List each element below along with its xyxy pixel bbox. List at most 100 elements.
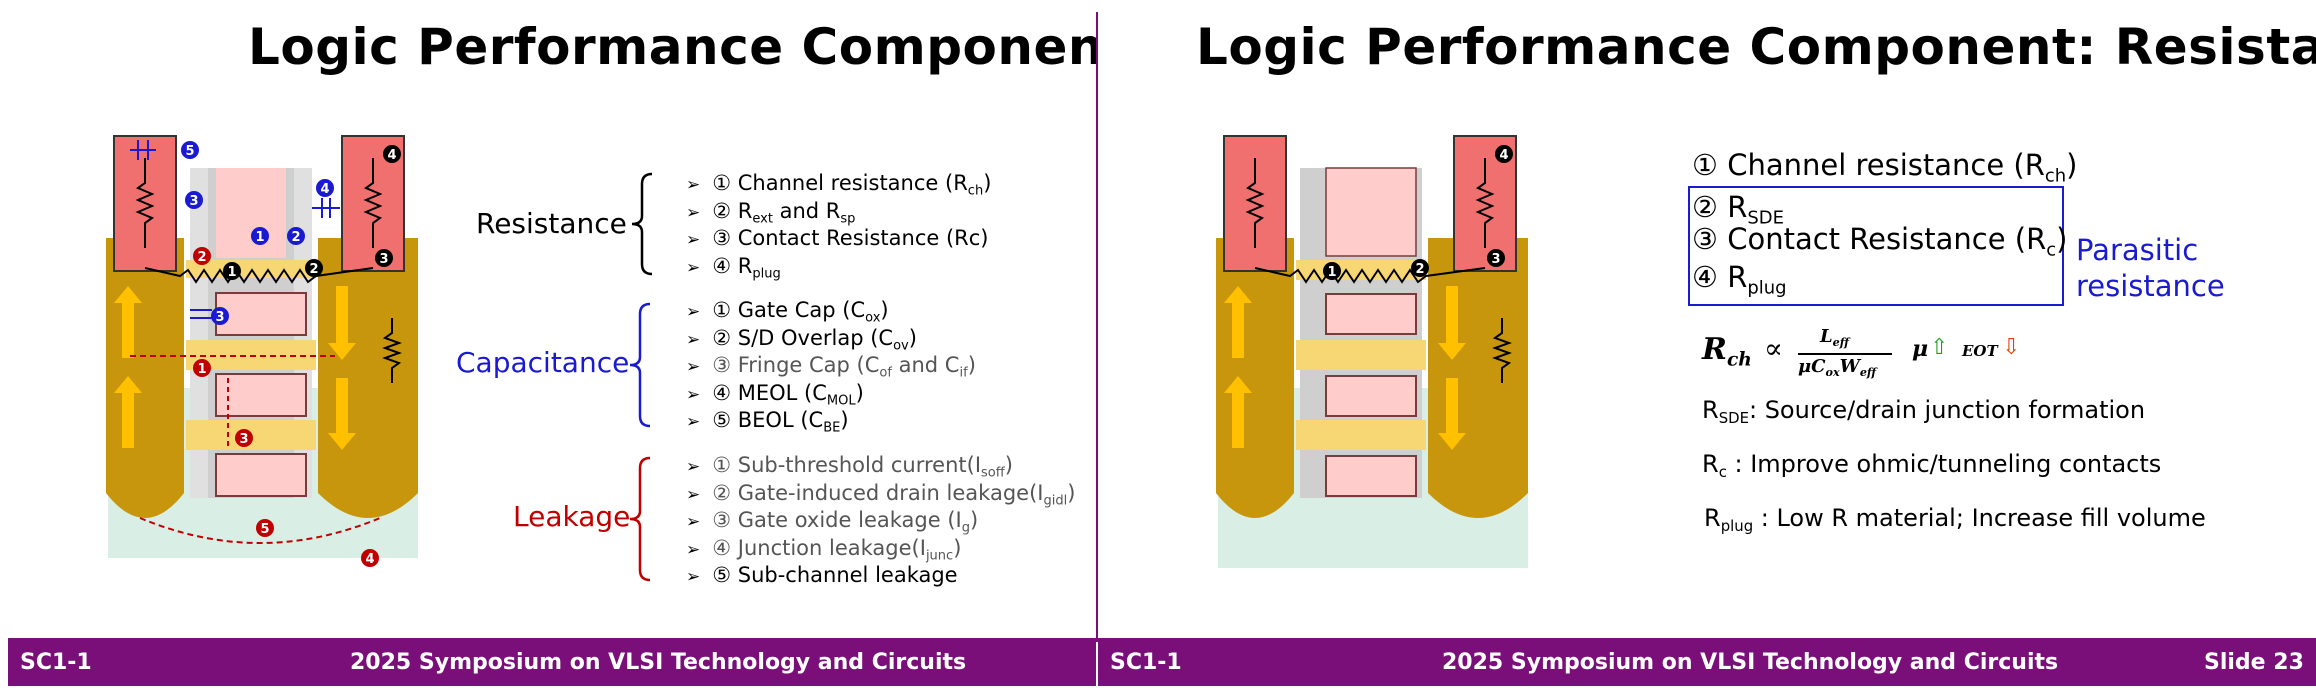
right-sd-epi (318, 238, 418, 518)
red-marker-5 (256, 519, 274, 537)
resistance-item-1: ① Channel resistance (Rch) (686, 170, 991, 199)
black-marker-4 (383, 145, 401, 163)
resistance-item-2: ② Rext and Rsp (686, 198, 991, 227)
resistance-list: ① Channel resistance (Rch) ② Rext and Rs… (686, 170, 991, 282)
r-marker-1-label: 1 (1327, 265, 1336, 280)
parasitic-box (1688, 186, 2064, 306)
capacitance-item-2: ② S/D Overlap (Cov) (686, 325, 976, 354)
blue-marker-3 (185, 191, 203, 209)
leakage-item-4: ④ Junction leakage(Ijunc) (686, 535, 1075, 564)
red-marker-4 (361, 549, 379, 567)
left-sd-epi (106, 238, 184, 518)
blue-marker-1 (251, 227, 269, 245)
capacitance-item-3: ③ Fringe Cap (Cof and Cif) (686, 352, 976, 381)
red-marker-4-label: 4 (365, 552, 374, 567)
right-slide: Logic Performance Component: Resistance … (1098, 0, 2316, 696)
current-arrow-right-1 (328, 286, 356, 360)
blue-marker-4-label: 4 (320, 182, 329, 197)
slide-number: Slide 23 (2204, 650, 2304, 675)
red-marker-3 (235, 429, 253, 447)
rsde-item: ② RSDE (1692, 190, 1784, 229)
blue-marker-4 (316, 179, 334, 197)
capacitance-brace (629, 302, 651, 428)
gate-metal-3-r (1325, 375, 1417, 417)
r-marker-3-label: 3 (1491, 252, 1500, 267)
gate-metal-top-r (1325, 167, 1417, 257)
capacitance-list: ① Gate Cap (Cox) ② S/D Overlap (Cov) ③ F… (686, 297, 976, 436)
sheet-2-r (1296, 340, 1426, 370)
right-footer-conference: 2025 Symposium on VLSI Technology and Ci… (1442, 650, 2059, 675)
leakage-arrow-sub (139, 517, 381, 544)
resistor-right-plug-r (1475, 158, 1495, 248)
gate-metal-4 (215, 453, 307, 497)
right-footer-session: SC1-1 (1110, 650, 1182, 675)
right-slide-title: Logic Performance Component: Resistance (1196, 18, 2316, 76)
blue-marker-5-label: 5 (185, 144, 194, 159)
capacitance-item-4: ④ MEOL (CMOL) (686, 380, 976, 409)
capacitance-item-5: ⑤ BEOL (CBE) (686, 407, 976, 436)
current-arrow-right-1-r (1438, 286, 1466, 360)
gate-metal-3 (215, 373, 307, 417)
leakage-label: Leakage (513, 500, 631, 533)
red-marker-5-label: 5 (260, 522, 269, 537)
leakage-brace (629, 456, 651, 582)
leakage-item-2: ② Gate-induced drain leakage(Igidl) (686, 480, 1075, 509)
rplug-item: ④ Rplug (1692, 260, 1787, 299)
formula-numerator: Leff (1820, 326, 1849, 349)
red-marker-2-label: 2 (197, 250, 206, 265)
black-marker-1-label: 1 (227, 265, 236, 280)
blue-marker-2-label: 2 (291, 230, 300, 245)
blue-marker-2 (287, 227, 305, 245)
parasitic-resistance-label: Parasitic resistance (2076, 232, 2225, 304)
leakage-item-3: ③ Gate oxide leakage (Ig) (686, 507, 1075, 536)
resistor-channel-r (1254, 267, 1486, 284)
current-arrow-left-2-r (1224, 376, 1252, 448)
up-arrow-icon: ⇧ (1930, 334, 1949, 360)
current-arrow-left-1 (114, 286, 142, 358)
resistor-left-plug-r (1245, 158, 1265, 248)
formula-eot: EOT (1962, 342, 1998, 360)
current-arrow-left-1-r (1224, 286, 1252, 358)
right-sd-epi-r (1428, 238, 1528, 518)
formula-proportional: ∝ (1764, 332, 1783, 365)
blue-marker-3b (211, 307, 229, 325)
capacitance-item-1: ① Gate Cap (Cox) (686, 297, 976, 326)
left-slide: Logic Performance Component (0, 0, 1096, 696)
r-marker-4-label: 4 (1499, 148, 1508, 163)
red-marker-1-label: 1 (197, 362, 206, 377)
resistance-item-3: ③ Contact Resistance (Rc) (686, 225, 991, 253)
left-footer: SC1-1 2025 Symposium on VLSI Technology … (8, 638, 1096, 686)
black-marker-2-label: 2 (309, 262, 318, 277)
resistance-brace (631, 172, 653, 276)
resistor-right-epi (382, 318, 402, 383)
black-marker-3 (375, 249, 393, 267)
parasitic-label-line-1: Parasitic (2076, 233, 2199, 267)
capacitance-label: Capacitance (456, 346, 630, 379)
resistor-left-plug (135, 158, 155, 248)
left-slide-title: Logic Performance Component (248, 18, 1096, 76)
current-arrow-left-2 (114, 376, 142, 448)
blue-marker-3b-label: 3 (215, 310, 224, 325)
leakage-item-1: ① Sub-threshold current(Isoff) (686, 452, 1075, 481)
resistance-item-4: ④ Rplug (686, 253, 991, 282)
blue-marker-5 (181, 141, 199, 159)
rc-note: Rc : Improve ohmic/tunneling contacts (1702, 450, 2162, 482)
r-marker-2-label: 2 (1415, 262, 1424, 277)
left-footer-session: SC1-1 (20, 650, 92, 675)
current-arrow-right-2 (328, 378, 356, 450)
current-arrow-right-2-r (1438, 378, 1466, 450)
gate-metal-2 (215, 292, 307, 336)
black-marker-4-label: 4 (387, 148, 396, 163)
resistor-channel (144, 267, 374, 284)
gate-metal-4-r (1325, 455, 1417, 497)
parasitic-label-line-2: resistance (2076, 269, 2225, 303)
gate-metal-2-r (1325, 293, 1417, 335)
r-marker-1 (1323, 262, 1341, 280)
left-footer-conference: 2025 Symposium on VLSI Technology and Ci… (350, 650, 967, 675)
channel-resistance-item: ① Channel resistance (Rch) (1692, 148, 2078, 187)
rplug-note: Rplug : Low R material; Increase fill vo… (1704, 504, 2206, 536)
contact-resistance-item: ③ Contact Resistance (Rc) (1692, 222, 2068, 261)
formula-lhs: Rch (1702, 332, 1752, 371)
sheet-3-r (1296, 420, 1426, 450)
gate-metal-top (216, 168, 286, 258)
